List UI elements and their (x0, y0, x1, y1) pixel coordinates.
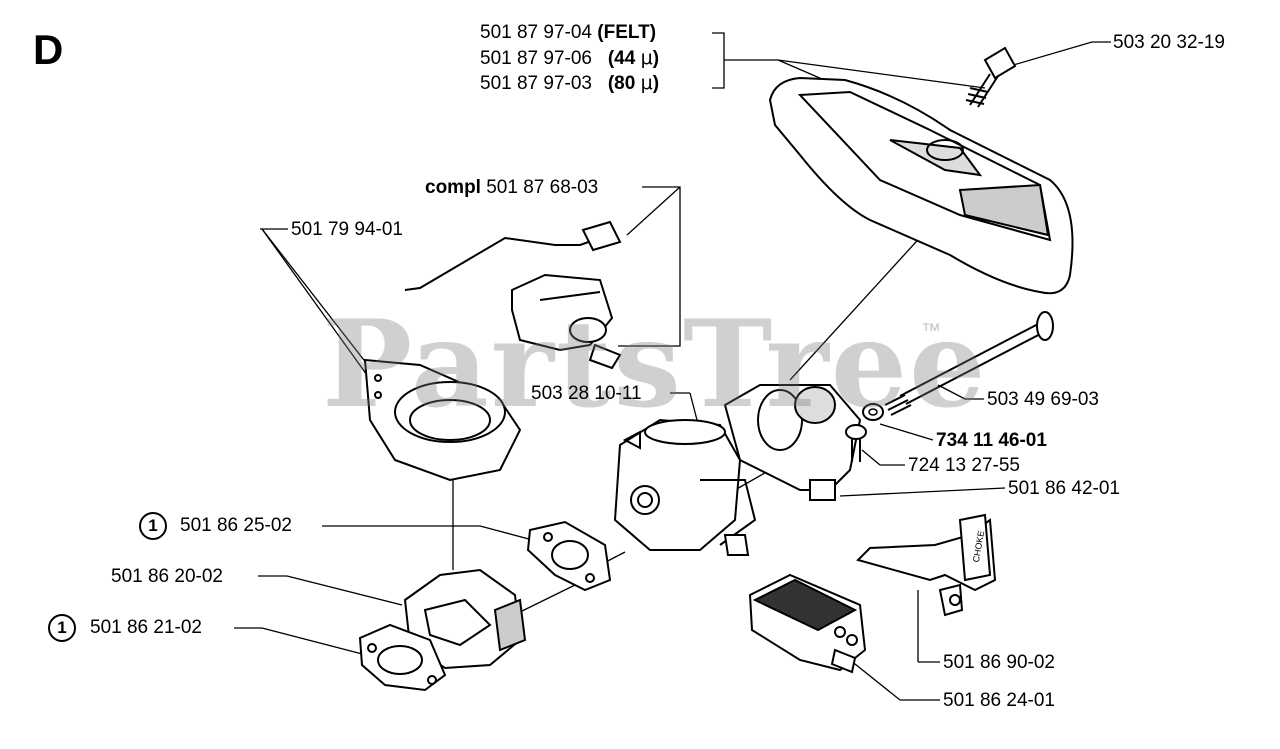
leader-lines (234, 32, 1111, 701)
label-filter-block: 501 86 24-01 (943, 690, 1055, 711)
label-carb-holder: 501 86 42-01 (1008, 478, 1120, 499)
flange-gasket (358, 623, 447, 692)
label-small-screw: 724 13 27-55 (908, 455, 1020, 476)
label-mesh-44: 501 87 97-06 (44 μ) (480, 47, 660, 69)
choke-rod-assembly (404, 220, 622, 370)
marker-gasket-small: 1 (139, 512, 167, 540)
watermark: PartsTree (322, 294, 988, 435)
label-long-bolt: 503 49 69-03 (987, 389, 1099, 410)
carb-holder (723, 384, 862, 501)
watermark-trademark: ™ (921, 320, 941, 342)
label-top-screw: 503 20 32-19 (1113, 32, 1225, 53)
filter-block (748, 573, 867, 674)
long-bolt (884, 311, 1054, 416)
carburetor (613, 418, 757, 556)
small-gasket (526, 520, 612, 592)
label-intake-elbow: 501 86 20-02 (111, 566, 223, 587)
label-mesh-80: 501 87 97-03 (80 μ) (480, 72, 660, 94)
section-letter: D (33, 26, 64, 73)
choke-lever (856, 513, 997, 617)
label-gasket-small: 501 86 25-02 (180, 515, 292, 536)
gasket-plate (363, 358, 522, 482)
air-filter-cover (768, 76, 1074, 295)
label-gasket-flange: 501 86 21-02 (90, 617, 202, 638)
label-choke-lever: 501 86 90-02 (943, 652, 1055, 673)
washer (862, 403, 884, 421)
top-screw (965, 46, 1017, 108)
small-screw (845, 424, 867, 462)
label-felt-filter: 501 87 97-04 (FELT) (480, 22, 657, 43)
label-carburetor: 503 28 10-11 (531, 383, 642, 404)
label-choke-rod: compl 501 87 68-03 (425, 177, 599, 198)
marker-gasket-flange: 1 (48, 614, 76, 642)
label-washer: 734 11 46-01 (936, 430, 1047, 451)
label-gasket-plate: 501 79 94-01 (291, 219, 403, 240)
